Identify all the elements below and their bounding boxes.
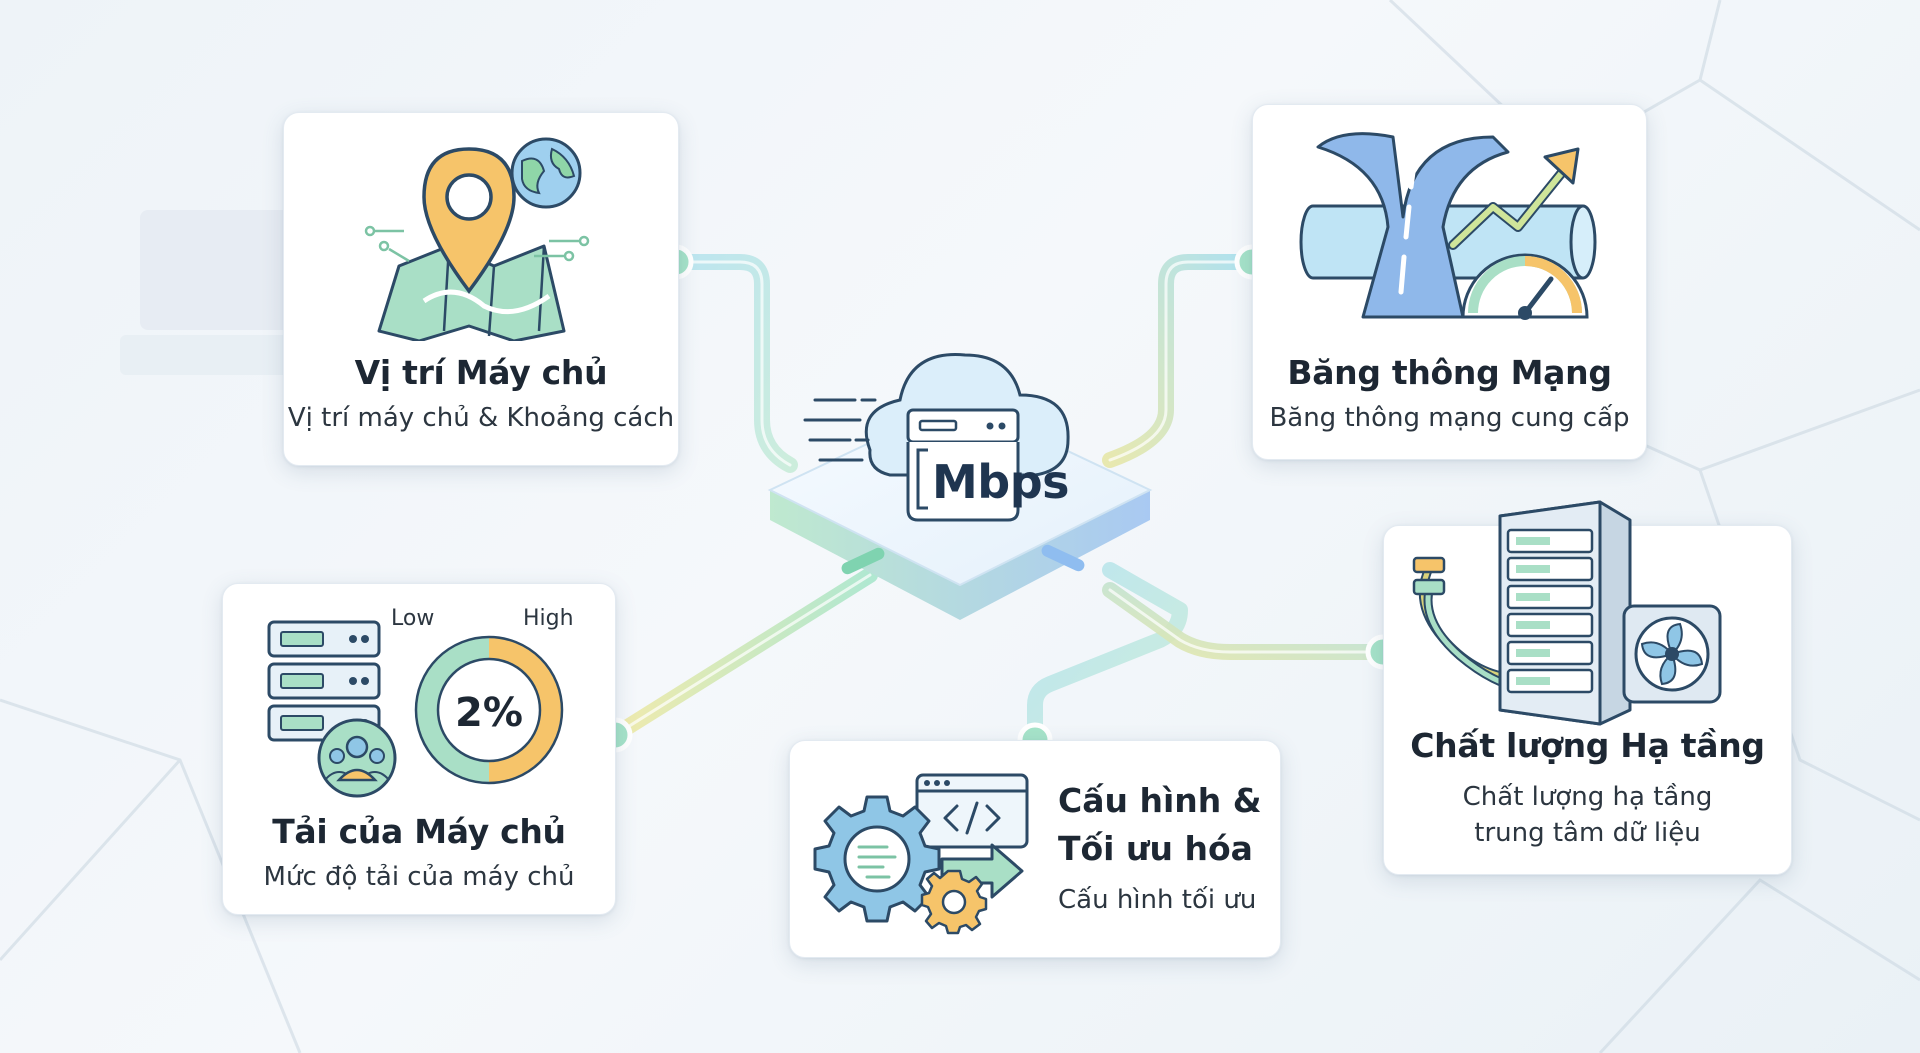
card-infrastructure: Chất lượng Hạ tầng Chất lượng hạ tầng tr… [1383, 500, 1792, 875]
card-subtitle: Cấu hình tối ưu [1058, 885, 1257, 915]
card-title: Vị trí Máy chủ [354, 353, 608, 392]
server-tower-fan-icon [1412, 500, 1722, 726]
card-title: Băng thông Mạng [1287, 353, 1612, 392]
gauge-high-label: High [523, 606, 574, 631]
hub-label: Mbps [932, 455, 1070, 509]
gauge-value: 2% [455, 690, 523, 736]
load-gauge [414, 635, 564, 785]
card-title-line2: Tối ưu hóa [1058, 829, 1253, 868]
card-configuration: Cấu hình & Tối ưu hóa Cấu hình tối ưu [789, 740, 1281, 958]
card-title: Tải của Máy chủ [272, 812, 566, 851]
card-title-line1: Cấu hình & [1058, 781, 1262, 820]
connector-config [1027, 562, 1188, 748]
card-subtitle: Băng thông mạng cung cấp [1269, 403, 1630, 433]
server-rack-users-icon [267, 620, 397, 798]
card-bandwidth: Băng thông Mạng Băng thông mạng cung cấp [1252, 104, 1647, 460]
card-server-load: 2% Low High Tải của Máy chủ Mức độ tải c… [222, 583, 616, 915]
card-server-location: Vị trí Máy chủ Vị trí máy chủ & Khoảng c… [283, 112, 679, 466]
card-subtitle: Mức độ tải của máy chủ [263, 862, 575, 892]
highway-speed-icon [1299, 132, 1597, 320]
card-subtitle-line2: trung tâm dữ liệu [1474, 818, 1701, 848]
gear-code-icon [813, 773, 1029, 935]
card-subtitle: Vị trí máy chủ & Khoảng cách [287, 403, 675, 433]
card-subtitle-line1: Chất lượng hạ tầng [1462, 782, 1713, 812]
gauge-low-label: Low [391, 606, 435, 631]
card-title: Chất lượng Hạ tầng [1410, 726, 1765, 765]
central-hub-illustration [767, 353, 1153, 620]
map-pin-icon [364, 137, 590, 341]
